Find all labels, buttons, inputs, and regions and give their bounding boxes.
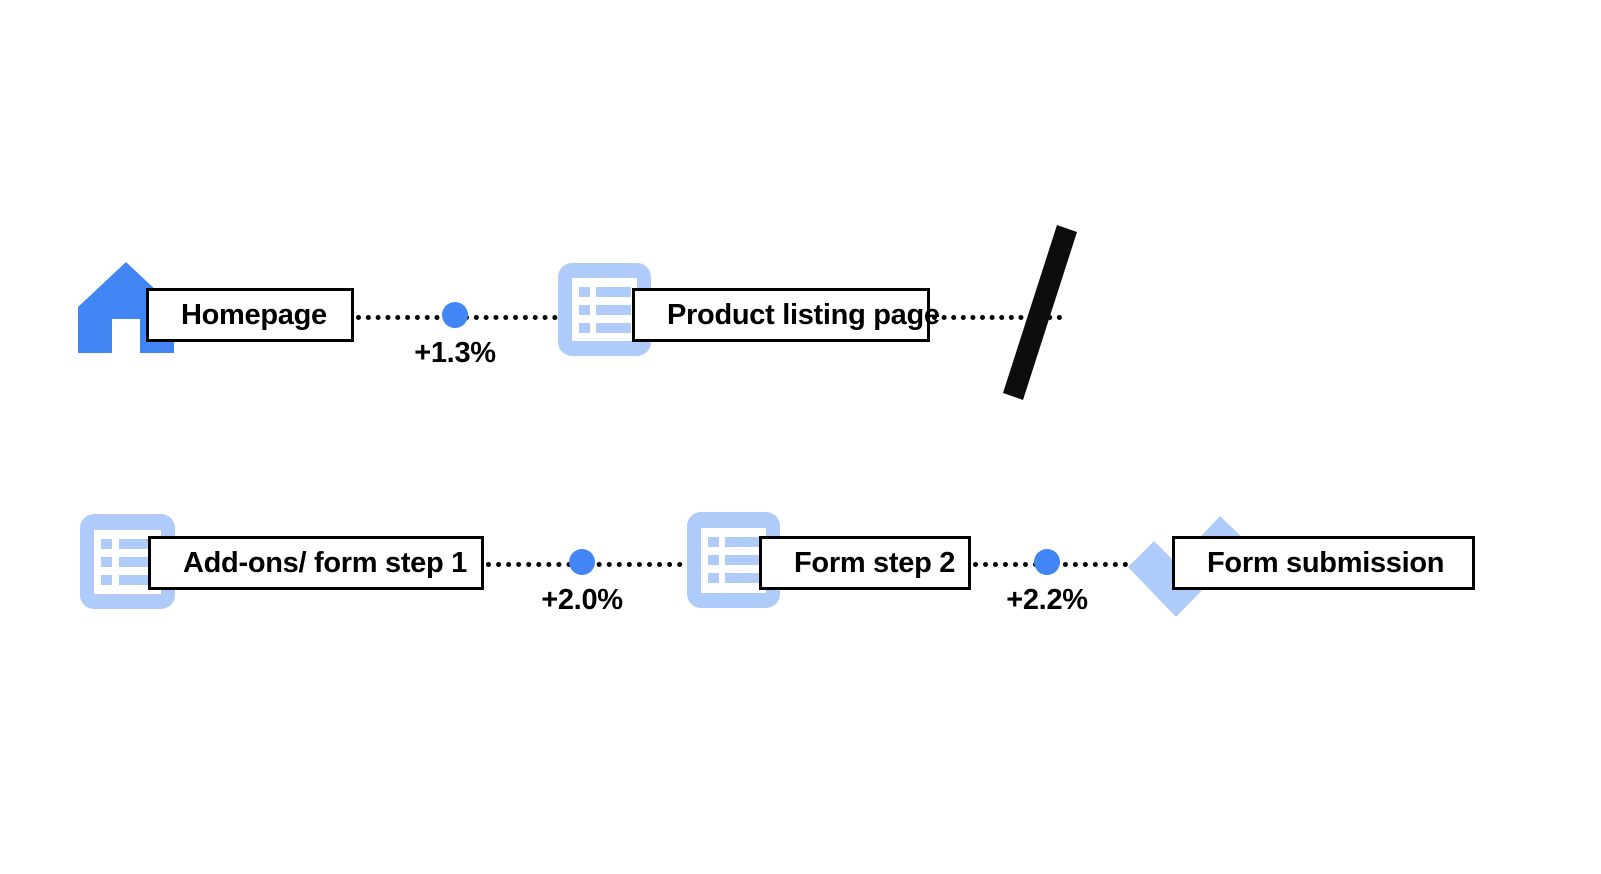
step-box-add-ons-form-step-1[interactable]: Add-ons/ form step 1 (148, 536, 484, 590)
list-document-icon (558, 263, 651, 356)
step-box-homepage[interactable]: Homepage (146, 288, 354, 342)
metric-label-homepage-to-plp: +1.3% (414, 337, 496, 369)
step-label-form-step-2: Form step 2 (794, 546, 956, 579)
step-label-homepage: Homepage (181, 298, 327, 331)
flow-break-slash-icon (1000, 225, 1080, 400)
step-label-form-submission: Form submission (1207, 546, 1445, 579)
step-box-form-step-2[interactable]: Form step 2 (759, 536, 971, 590)
step-label-add-ons-form-step-1: Add-ons/ form step 1 (183, 546, 468, 579)
metric-label-step2-to-submission: +2.2% (1006, 584, 1088, 616)
metric-dot-step1-to-step2 (569, 549, 595, 575)
connector-step1-to-step2 (486, 562, 773, 567)
step-box-product-listing-page[interactable]: Product listing page (632, 288, 940, 342)
metric-label-step1-to-step2: +2.0% (541, 584, 623, 616)
connector-homepage-to-plp (356, 315, 646, 320)
metric-dot-homepage-to-plp (442, 302, 468, 328)
step-box-form-submission[interactable]: Form submission (1172, 536, 1475, 590)
step-label-product-listing-page: Product listing page (667, 298, 940, 331)
metric-dot-step2-to-submission (1034, 549, 1060, 575)
connector-step2-to-submission (973, 562, 1178, 567)
list-document-icon (687, 512, 780, 608)
connector-plp-to-break (932, 315, 1062, 320)
